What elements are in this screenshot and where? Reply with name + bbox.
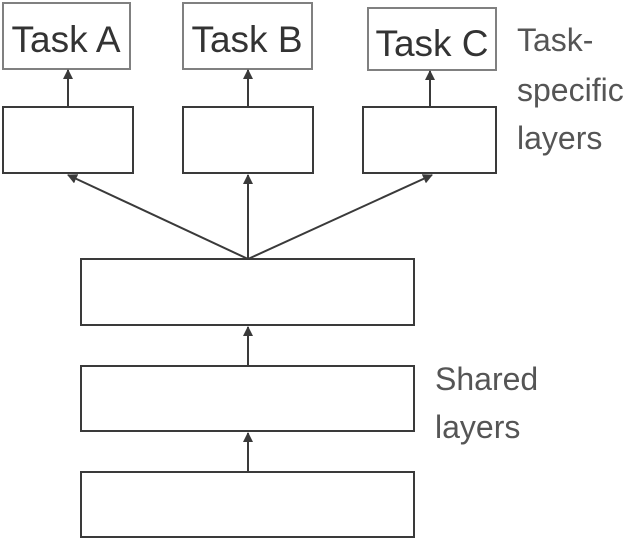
task-a-box — [2, 2, 131, 70]
shared-layer-top — [80, 258, 415, 326]
task-node-a: Task A — [2, 2, 131, 70]
task-specific-layer-a — [2, 106, 134, 174]
shared-annotation-line-1: Shared — [435, 361, 538, 397]
shared-layers-annotation: Shared layers — [435, 361, 538, 445]
task-node-c: Task C — [367, 7, 497, 71]
task-specific-annotation-line-1: Task- — [517, 22, 593, 58]
task-specific-annotation-line-3: layers — [517, 120, 602, 156]
task-specific-annotation-line-2: specific — [517, 72, 624, 108]
task-specific-layer-c — [362, 106, 497, 174]
task-node-b: Task B — [182, 2, 313, 70]
arrow-shared-to-layer-a — [67, 174, 249, 260]
task-a-label: Task A — [12, 19, 121, 60]
task-specific-layer-b — [182, 106, 314, 174]
task-b-box — [182, 2, 313, 70]
task-b-label: Task B — [191, 19, 302, 60]
task-c-label: Task C — [375, 23, 488, 64]
shared-layer-bottom — [80, 471, 415, 538]
shared-layer-middle — [80, 365, 415, 432]
shared-annotation-line-2: layers — [435, 409, 520, 445]
arrow-shared-to-layer-c — [247, 174, 433, 260]
task-specific-layers-annotation: Task- specific layers — [517, 22, 624, 156]
